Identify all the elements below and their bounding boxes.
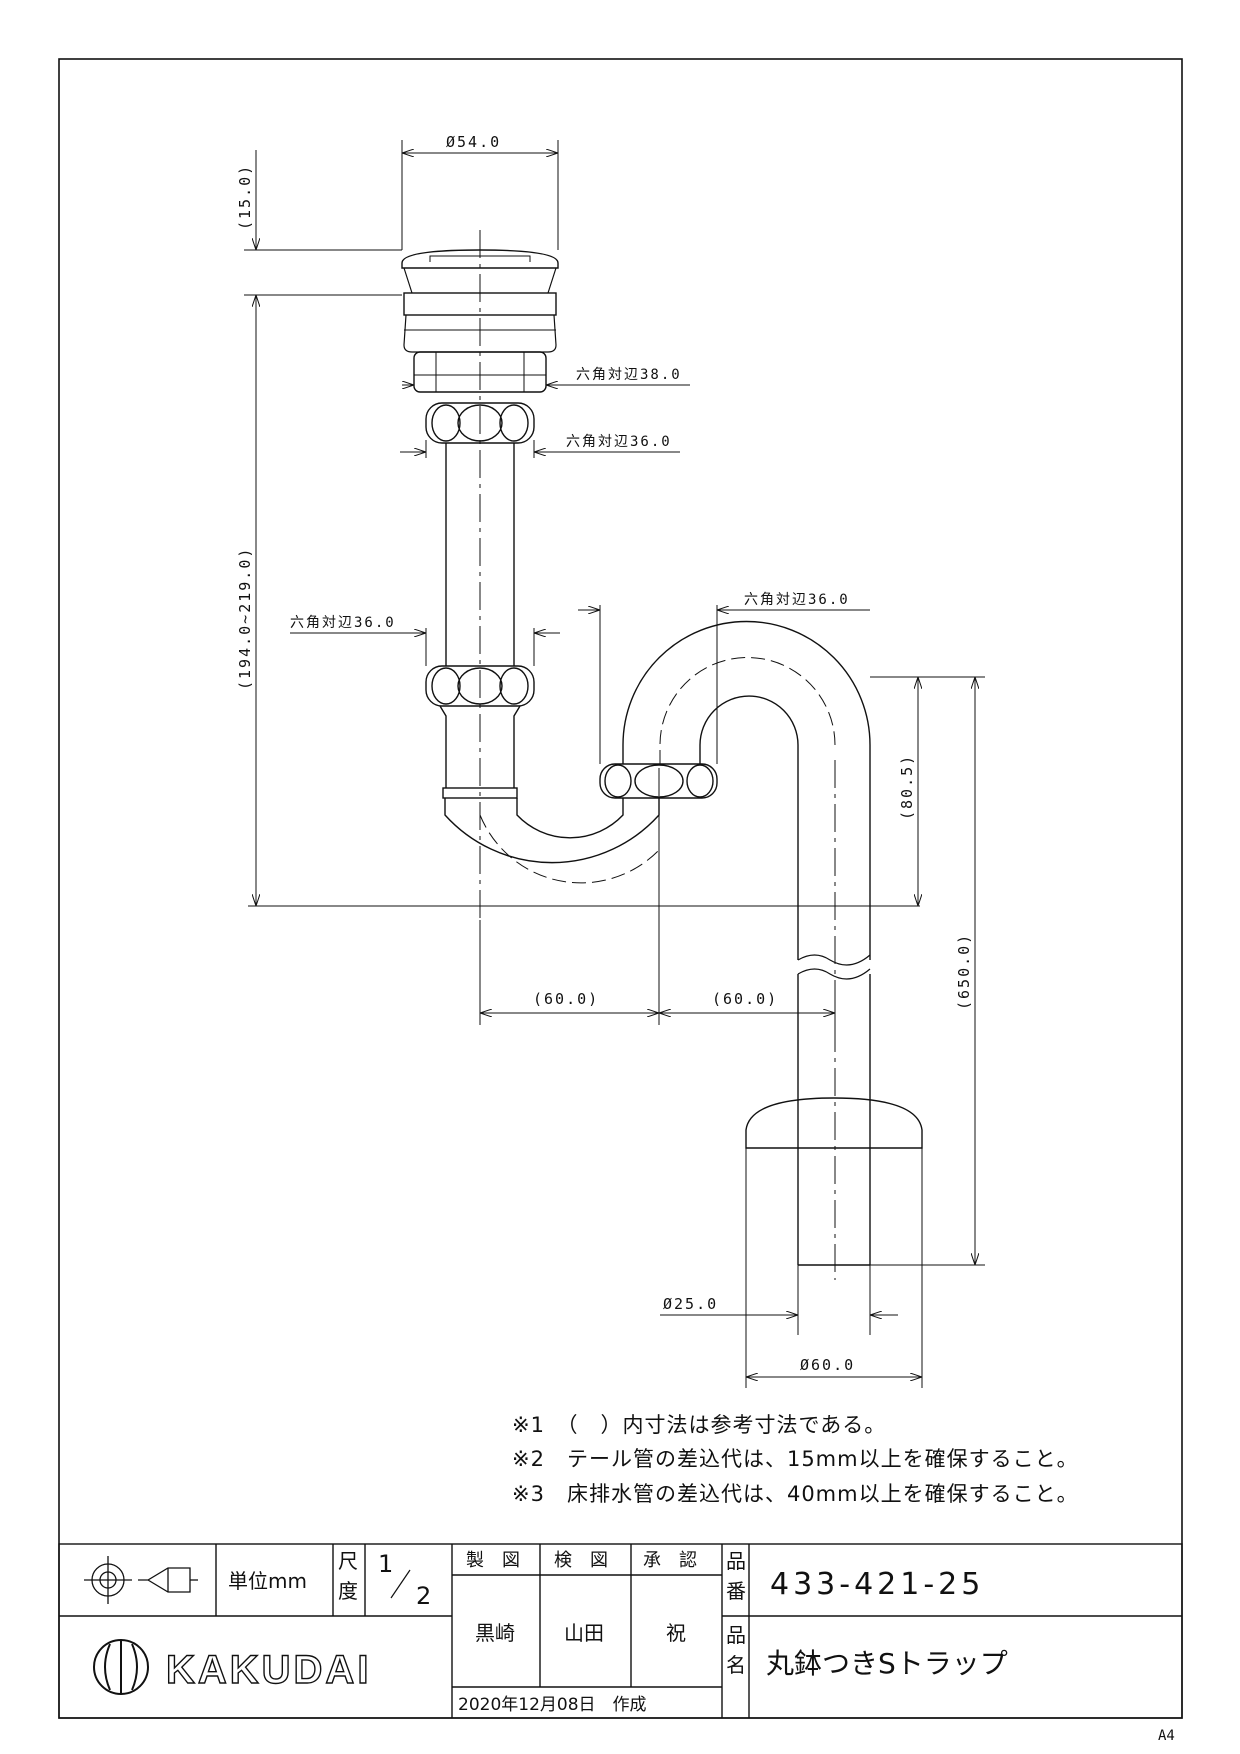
dim-pipe-diameter: Ø25.0	[663, 1295, 718, 1313]
s-trap-drawing	[401, 230, 923, 1280]
hex-nut-36-right	[599, 763, 718, 799]
paper-size: A4	[1158, 1728, 1175, 1744]
part-no-label-bottom: 番	[726, 1579, 746, 1603]
note-1: ※1 （ ）内寸法は参考寸法である。	[512, 1413, 886, 1437]
kakudai-logo: KAKUDAI	[93, 1639, 371, 1695]
floor-flange	[745, 1097, 923, 1149]
drawn-by-label: 製 図	[466, 1550, 520, 1571]
dim-top-diameter: Ø54.0	[446, 133, 501, 151]
dim-cap-height: (15.0)	[236, 164, 254, 230]
unit-label: 単位mm	[228, 1569, 307, 1593]
dim-hex-36-right: 六角対辺36.0	[744, 592, 850, 608]
drawn-by-name: 黒崎	[475, 1621, 515, 1645]
drain-cap	[401, 249, 559, 269]
dimension-lines	[244, 140, 985, 1388]
note-2: ※2 テール管の差込代は、15mm以上を確保すること。	[512, 1447, 1079, 1471]
brand-name: KAKUDAI	[166, 1648, 371, 1692]
hex-nut-36-upper	[425, 402, 535, 444]
checked-by-label: 検 図	[554, 1550, 608, 1571]
scale-denominator: 2	[416, 1582, 431, 1610]
dim-total-height: (650.0)	[955, 933, 973, 1010]
scale-label-top: 尺	[338, 1549, 358, 1573]
title-block	[58, 1543, 1183, 1719]
dim-flange-diameter: Ø60.0	[800, 1356, 855, 1374]
part-number: 433-421-25	[770, 1567, 984, 1602]
hex-nut-36-left	[425, 665, 535, 707]
drain-body	[403, 292, 557, 316]
dim-trap-rise: (80.5)	[898, 754, 916, 820]
break-line	[797, 954, 871, 966]
hex-nut-38	[413, 351, 547, 393]
part-name-label-bottom: 名	[726, 1653, 746, 1677]
creation-date: 2020年12月08日 作成	[458, 1695, 647, 1715]
title-block-text: 単位mm 尺 度 1 2 製 図 検 図 承 認 黒崎 山田 祝 2020年12…	[228, 1549, 1008, 1715]
part-name: 丸鉢つきSトラップ	[766, 1647, 1008, 1680]
dimension-labels: Ø54.0 (15.0) 六角対辺38.0 六角対辺36.0 六角対辺36.0 …	[236, 133, 973, 1374]
checked-by-name: 山田	[564, 1621, 604, 1645]
third-angle-projection-icon	[84, 1556, 198, 1604]
note-3: ※3 床排水管の差込代は、40mm以上を確保すること。	[512, 1482, 1079, 1506]
trap-arch-inner	[699, 695, 799, 960]
dim-hex-36-left: 六角対辺36.0	[290, 615, 396, 631]
trap-arch-outer	[622, 620, 871, 960]
approved-by-label: 承 認	[643, 1550, 697, 1571]
notes: ※1 （ ）内寸法は参考寸法である。 ※2 テール管の差込代は、15mm以上を確…	[512, 1413, 1079, 1506]
trap-arch-center	[659, 657, 836, 764]
approved-by-name: 祝	[666, 1621, 686, 1645]
dim-hex-38: 六角対辺38.0	[576, 367, 682, 383]
dim-offset-right: (60.0)	[712, 990, 778, 1008]
trap-bend-inner	[516, 798, 624, 839]
inlet-sleeve	[442, 787, 518, 799]
scale-label-bottom: 度	[338, 1579, 358, 1603]
kakudai-logo-icon	[93, 1639, 149, 1695]
dim-vertical-range: (194.0~219.0)	[236, 547, 254, 690]
scale-numerator: 1	[378, 1550, 393, 1578]
part-name-label-top: 品	[726, 1623, 746, 1647]
part-no-label-top: 品	[726, 1549, 746, 1573]
dim-hex-36-upper: 六角対辺36.0	[566, 434, 672, 450]
trap-bend-center	[479, 814, 660, 884]
dim-offset-left: (60.0)	[533, 990, 599, 1008]
trap-bend-outer	[444, 798, 660, 864]
